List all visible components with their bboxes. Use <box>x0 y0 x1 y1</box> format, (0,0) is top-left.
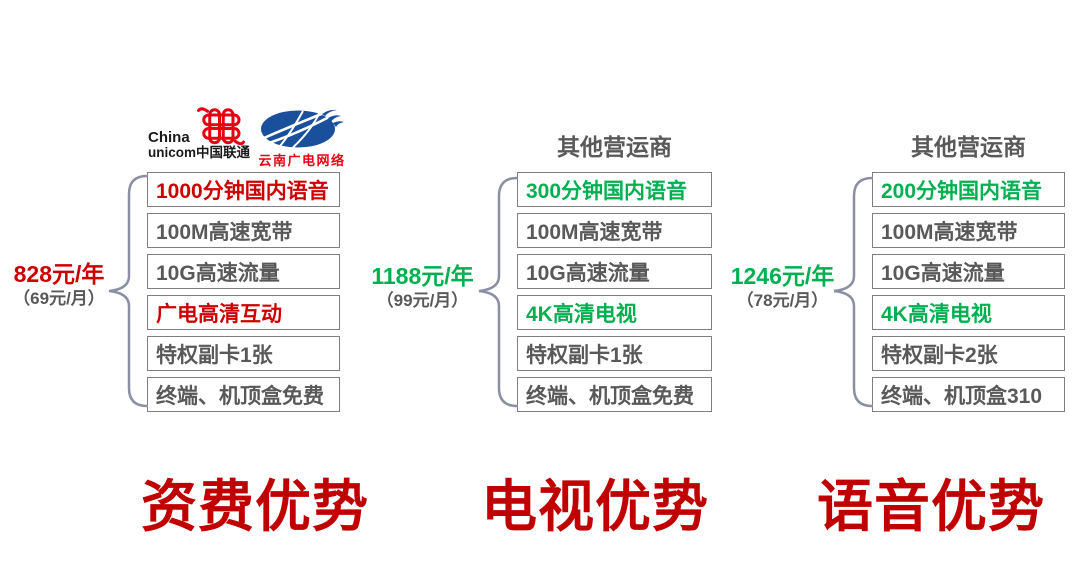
plan-column-other-a: 其他营运商 300分钟国内语音 100M高速宽带 10G高速流量 4K高清电视 … <box>517 0 712 568</box>
feature-box-subcard: 特权副卡1张 <box>517 336 712 371</box>
price-block-other-b: 1246元/年 （78元/月） <box>725 263 840 311</box>
feature-box-broadband: 100M高速宽带 <box>517 213 712 248</box>
globe-swoosh-icon <box>261 109 344 149</box>
feature-box-voice: 1000分钟国内语音 <box>147 172 340 207</box>
price-block-unicom: 828元/年 （69元/月） <box>0 261 118 309</box>
feature-box-broadband: 100M高速宽带 <box>147 213 340 248</box>
price-per-month: （99元/月） <box>376 291 469 311</box>
feature-box-voice: 200分钟国内语音 <box>872 172 1065 207</box>
headline-tv-advantage: 电视优势 <box>481 475 709 538</box>
feature-box-terminal: 终端、机顶盒免费 <box>147 377 340 412</box>
feature-box-tv: 4K高清电视 <box>872 295 1065 330</box>
headline-voice-advantage: 语音优势 <box>817 475 1045 538</box>
feature-box-data: 10G高速流量 <box>872 254 1065 289</box>
brace-connector <box>108 174 148 408</box>
unicom-wordmark-line1: China <box>148 129 190 146</box>
logo-group: China unicom中国联通 云南广电网络 <box>147 100 347 170</box>
headline-tariff-advantage: 资费优势 <box>141 475 369 538</box>
china-unicom-logo: China unicom中国联通 <box>147 100 259 170</box>
chinese-knot-icon <box>197 107 245 146</box>
feature-box-terminal: 终端、机顶盒免费 <box>517 377 712 412</box>
price-per-year: 828元/年 <box>13 261 105 287</box>
yunnan-guangdian-logo: 云南广电网络 <box>257 104 347 170</box>
price-per-year: 1188元/年 <box>371 263 474 289</box>
feature-box-terminal: 终端、机顶盒310 <box>872 377 1065 412</box>
plan-column-other-b: 其他营运商 200分钟国内语音 100M高速宽带 10G高速流量 4K高清电视 … <box>872 0 1065 568</box>
feature-box-subcard: 特权副卡1张 <box>147 336 340 371</box>
feature-box-tv: 4K高清电视 <box>517 295 712 330</box>
feature-box-voice: 300分钟国内语音 <box>517 172 712 207</box>
feature-box-data: 10G高速流量 <box>147 254 340 289</box>
brace-connector <box>833 176 873 408</box>
price-per-month: （78元/月） <box>736 291 829 311</box>
feature-box-data: 10G高速流量 <box>517 254 712 289</box>
guangdian-logo-label: 云南广电网络 <box>258 153 346 168</box>
price-per-month: （69元/月） <box>13 289 105 309</box>
plan-column-unicom: 1000分钟国内语音 100M高速宽带 10G高速流量 广电高清互动 特权副卡1… <box>147 0 340 568</box>
feature-box-broadband: 100M高速宽带 <box>872 213 1065 248</box>
other-operator-header: 其他营运商 <box>557 134 672 160</box>
brace-connector <box>478 176 518 408</box>
other-operator-header: 其他营运商 <box>911 134 1026 160</box>
feature-box-tv: 广电高清互动 <box>147 295 340 330</box>
price-block-other-a: 1188元/年 （99元/月） <box>365 263 480 311</box>
unicom-wordmark-line2: unicom中国联通 <box>148 145 251 160</box>
feature-box-subcard: 特权副卡2张 <box>872 336 1065 371</box>
price-per-year: 1246元/年 <box>730 263 835 289</box>
